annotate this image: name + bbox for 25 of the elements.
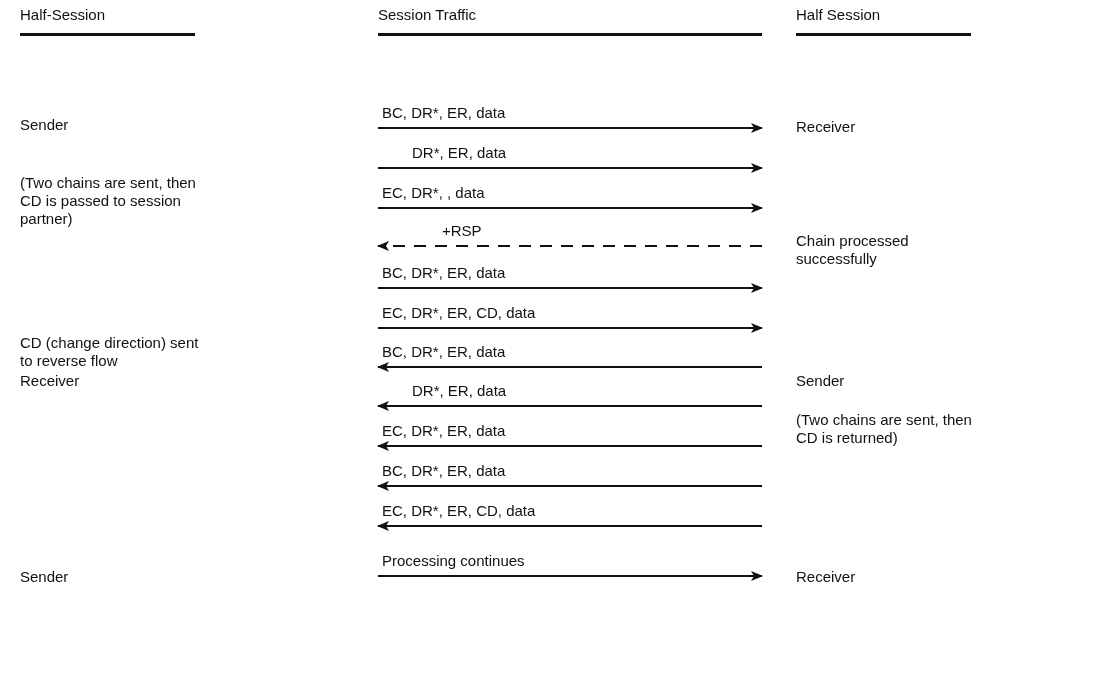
message-label: EC, DR*, ER, CD, data	[381, 502, 537, 520]
side-note: Receiver	[20, 372, 81, 390]
side-note: (Two chains are sent, then CD is returned)	[796, 411, 973, 447]
message-label: EC, DR*, ER, CD, data	[381, 304, 537, 322]
message-label: DR*, ER, data	[411, 382, 508, 400]
message-label: EC, DR*, , data	[381, 184, 486, 202]
message-label: BC, DR*, ER, data	[381, 462, 507, 480]
message-label: BC, DR*, ER, data	[381, 264, 507, 282]
message-label: +RSP	[441, 222, 483, 240]
column-header: Session Traffic	[378, 6, 762, 36]
message-label: BC, DR*, ER, data	[381, 104, 507, 122]
message-label: DR*, ER, data	[411, 144, 508, 162]
message-label: BC, DR*, ER, data	[381, 343, 507, 361]
side-note: Sender	[796, 372, 846, 390]
column-header: Half-Session	[20, 6, 195, 36]
side-note: Chain processed successfully	[796, 232, 910, 268]
side-note: Sender	[20, 116, 70, 134]
side-note: Sender	[20, 568, 70, 586]
message-label: Processing continues	[381, 552, 526, 570]
side-note: Receiver	[796, 118, 857, 136]
side-note: Receiver	[796, 568, 857, 586]
message-label: EC, DR*, ER, data	[381, 422, 507, 440]
column-header: Half Session	[796, 6, 971, 36]
side-note: (Two chains are sent, then CD is passed to session partner)	[20, 174, 197, 228]
side-note: CD (change direction) sent to reverse flow	[20, 334, 200, 370]
